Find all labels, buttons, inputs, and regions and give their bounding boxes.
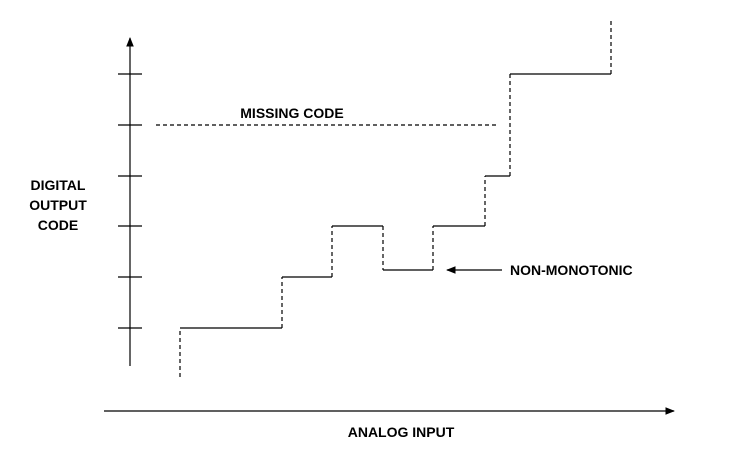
y-axis-label-line3: CODE: [38, 217, 78, 233]
x-axis-label: ANALOG INPUT: [348, 424, 455, 440]
y-axis-label-line1: DIGITAL: [31, 177, 86, 193]
y-axis-label-line2: OUTPUT: [29, 197, 87, 213]
non-monotonic-label: NON-MONOTONIC: [510, 262, 633, 278]
missing-code-label: MISSING CODE: [240, 105, 343, 121]
